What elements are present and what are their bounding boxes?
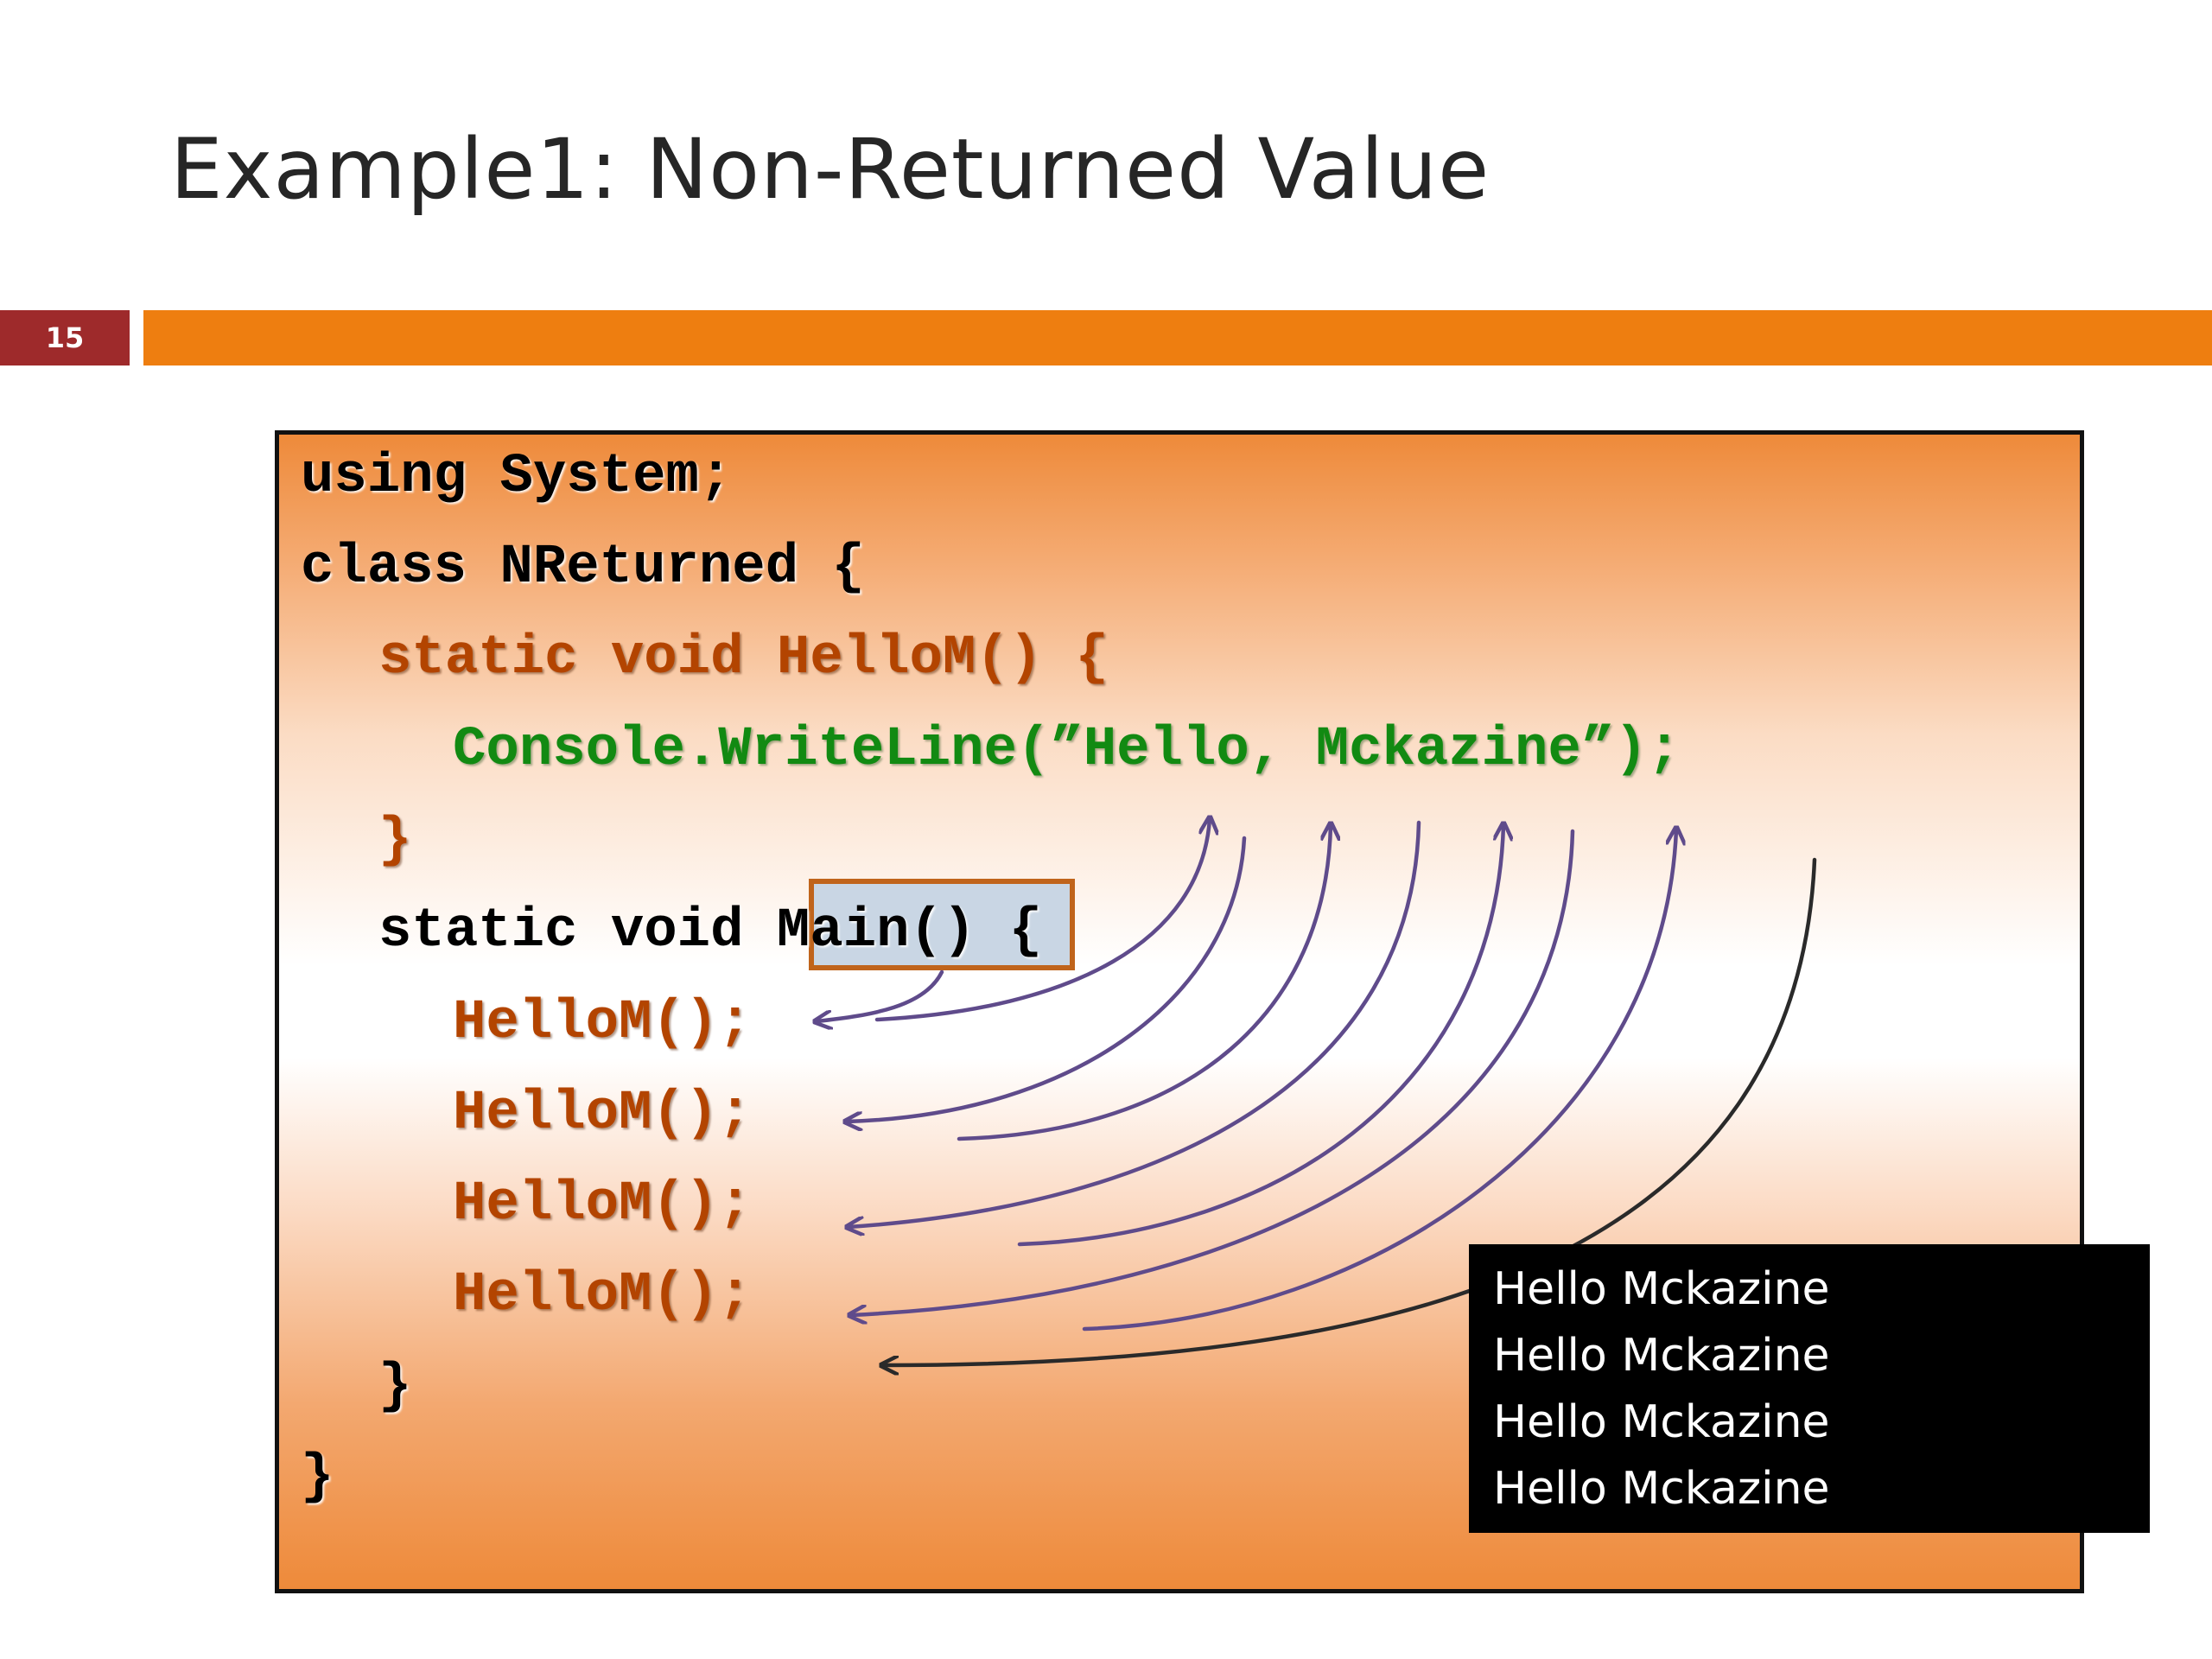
arrow-call-1-to-hellom — [874, 819, 1210, 1022]
code-line-call-3: HelloM(); — [453, 1173, 752, 1236]
main-decl-prefix: static void — [378, 900, 777, 963]
arrow-return-1 — [847, 836, 1247, 1122]
code-line-main-decl: static void Main() { — [378, 904, 1042, 959]
code-line-call-2: HelloM(); — [453, 1083, 752, 1145]
arrow-call-2-to-hellom — [957, 825, 1331, 1141]
main-method-name: Main() — [776, 900, 976, 963]
arrow-main-to-call-1 — [817, 969, 944, 1021]
title-accent-bar — [143, 310, 2212, 365]
console-output-line: Hello Mckazine — [1493, 1463, 1830, 1515]
slide-number-badge: 15 — [0, 310, 130, 365]
console-output-line: Hello Mckazine — [1493, 1263, 1830, 1315]
code-line-close-brace-class: } — [301, 1446, 334, 1509]
code-line-class: class NReturned { — [301, 537, 865, 599]
code-line-using: using System; — [301, 446, 733, 508]
slide-title: Example1: Non-Returned Value — [170, 121, 1491, 218]
code-line-call-4: HelloM(); — [453, 1264, 752, 1326]
console-output-box: Hello Mckazine Hello Mckazine Hello Mcka… — [1469, 1244, 2150, 1533]
main-highlight-box — [809, 879, 1075, 970]
console-output-line: Hello Mckazine — [1493, 1330, 1830, 1382]
code-line-writeline: Console.WriteLine(”Hello, Mckazine”); — [453, 719, 1681, 781]
code-line-close-brace-main: } — [378, 1356, 412, 1418]
code-line-close-brace-method: } — [378, 810, 412, 872]
arrow-return-3 — [851, 829, 1575, 1315]
code-line-call-1: HelloM(); — [453, 992, 752, 1054]
main-decl-suffix: { — [976, 900, 1043, 963]
console-output-line: Hello Mckazine — [1493, 1396, 1830, 1448]
code-line-hellom-decl: static void HelloM() { — [378, 627, 1109, 690]
arrow-return-2 — [849, 820, 1421, 1227]
arrow-call-4-to-hellom — [1082, 830, 1676, 1332]
arrow-call-3-to-hellom — [1017, 825, 1503, 1247]
